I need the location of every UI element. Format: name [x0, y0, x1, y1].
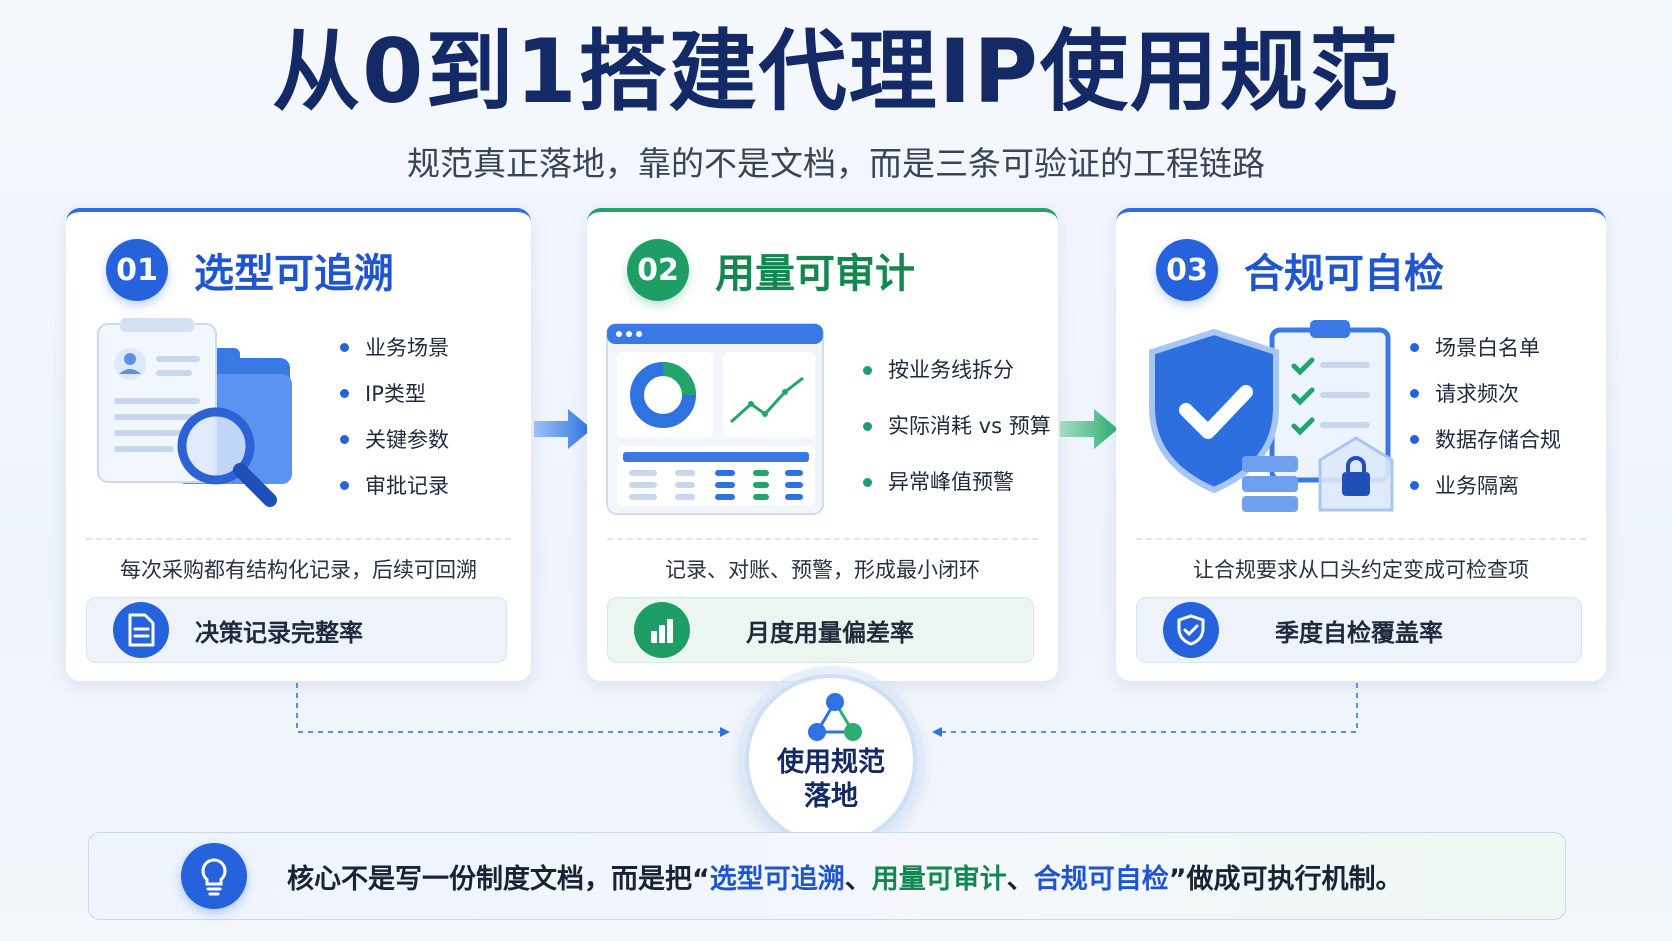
bullet-item: 关键参数 — [340, 416, 449, 462]
card-description: 每次采购都有结构化记录，后续可回溯 — [120, 558, 477, 582]
summary-bar: 核心不是写一份制度文档，而是把“选型可追溯、用量可审计、合规可自检”做成可执行机… — [88, 832, 1566, 920]
card-description: 让合规要求从口头约定变成可检查项 — [1193, 558, 1529, 582]
bullet-list: 按业务线拆分 实际消耗 vs 预算 异常峰值预警 — [863, 342, 1051, 510]
card-compliance-selfcheck: 03 合规可自检 场景白名单 请求频次 数据存储合规 业务隔离 让合规要求从口头… — [1116, 208, 1606, 681]
bullet-list: 业务场景 IP类型 关键参数 审批记录 — [340, 324, 449, 508]
bullet-list: 场景白名单 请求频次 数据存储合规 业务隔离 — [1410, 324, 1561, 508]
page-title: 从0到1搭建代理IP使用规范 — [272, 20, 1400, 123]
metric-box: 月度用量偏差率 — [607, 597, 1034, 663]
metric-label: 月度用量偏差率 — [746, 618, 914, 647]
bullet-item: 数据存储合规 — [1410, 416, 1561, 462]
metric-box: 季度自检覆盖率 — [1136, 597, 1582, 663]
card-description: 记录、对账、预警，形成最小闭环 — [665, 558, 980, 582]
card-title: 选型可追溯 — [194, 251, 394, 297]
center-hub: 使用规范 落地 — [745, 674, 917, 846]
dashed-divider — [607, 538, 1038, 540]
step-number-badge: 01 — [106, 239, 168, 301]
network-nodes-icon — [808, 693, 862, 741]
step-number-badge: 03 — [1156, 239, 1218, 301]
arrow-right-icon — [1060, 409, 1118, 449]
summary-text: 核心不是写一份制度文档，而是把“选型可追溯、用量可审计、合规可自检”做成可执行机… — [287, 863, 1403, 895]
card-auditable-usage: 02 用量可审计 按业务线拆分 实际消耗 vs 预算 异常峰值预警 记录、对账、… — [587, 208, 1058, 681]
bullet-item: 业务隔离 — [1410, 462, 1561, 508]
shield-checklist-illustration — [1149, 320, 1394, 512]
bullet-item: IP类型 — [340, 370, 449, 416]
bullet-item: 场景白名单 — [1410, 324, 1561, 370]
card-traceable-selection: 01 选型可追溯 业务场景 IP类型 关键参数 审批记录 每次采购都有结构化记录… — [66, 208, 531, 681]
bullet-item: 按业务线拆分 — [863, 342, 1051, 398]
card-title: 用量可审计 — [715, 251, 915, 297]
dashboard-illustration — [606, 323, 824, 515]
document-icon — [113, 602, 169, 658]
dashed-divider — [1136, 538, 1586, 540]
bullet-item: 请求频次 — [1410, 370, 1561, 416]
metric-box: 决策记录完整率 — [86, 597, 507, 663]
bullet-item: 实际消耗 vs 预算 — [863, 398, 1051, 454]
metric-label: 季度自检覆盖率 — [1275, 618, 1443, 647]
center-label: 使用规范 落地 — [777, 747, 885, 812]
card-title: 合规可自检 — [1244, 251, 1444, 297]
bullet-item: 审批记录 — [340, 462, 449, 508]
shield-check-icon — [1163, 602, 1219, 658]
metric-label: 决策记录完整率 — [195, 618, 363, 647]
arrow-right-icon — [534, 409, 592, 449]
document-folder-search-illustration — [97, 318, 292, 507]
bullet-item: 异常峰值预警 — [863, 454, 1051, 510]
lightbulb-icon — [181, 843, 247, 909]
step-number-badge: 02 — [627, 239, 689, 301]
bar-chart-icon — [634, 602, 690, 658]
dashed-divider — [86, 538, 511, 540]
bullet-item: 业务场景 — [340, 324, 449, 370]
page-subtitle: 规范真正落地，靠的不是文档，而是三条可验证的工程链路 — [407, 144, 1265, 183]
